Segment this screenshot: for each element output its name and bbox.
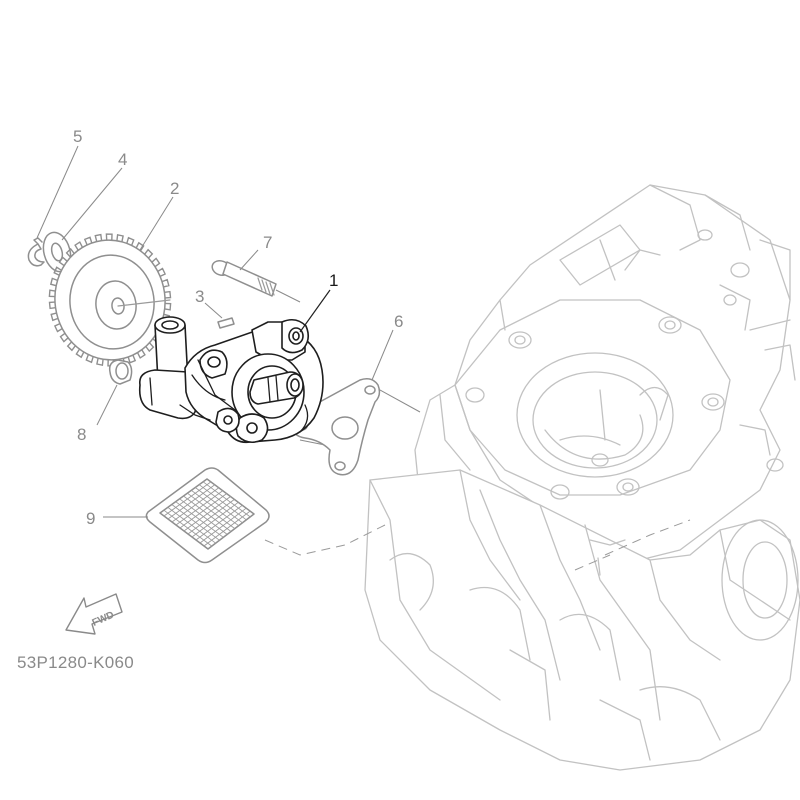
callout-7: 7	[263, 233, 272, 252]
callout-8: 8	[77, 425, 86, 444]
engine-crankcase-outline	[364, 184, 800, 771]
pin-part-3	[217, 317, 235, 329]
callout-2: 2	[170, 179, 179, 198]
callout-4: 4	[118, 150, 127, 169]
callout-numbers: 1 2 3 4 5 6 7 8 9	[73, 127, 403, 528]
oil-pump-gear-part-2	[48, 233, 172, 367]
diagram-code: 53P1280-K060	[17, 653, 134, 672]
bolt-part-7	[211, 259, 301, 303]
oil-pump-assembly-part-1	[138, 316, 324, 444]
callout-1: 1	[329, 271, 338, 290]
callout-9: 9	[86, 509, 95, 528]
callout-6: 6	[394, 312, 403, 331]
collar-part-8	[108, 359, 133, 385]
callout-5: 5	[73, 127, 82, 146]
oil-strainer-part-9	[145, 467, 270, 564]
callout-leaders	[36, 145, 394, 518]
circlip-part-5	[27, 237, 45, 267]
gasket-part-6	[291, 378, 381, 476]
washer-part-4	[42, 231, 72, 273]
callout-3: 3	[195, 287, 204, 306]
forward-direction-arrow: FWD	[65, 593, 123, 635]
mounting-reference-lines	[264, 389, 421, 556]
